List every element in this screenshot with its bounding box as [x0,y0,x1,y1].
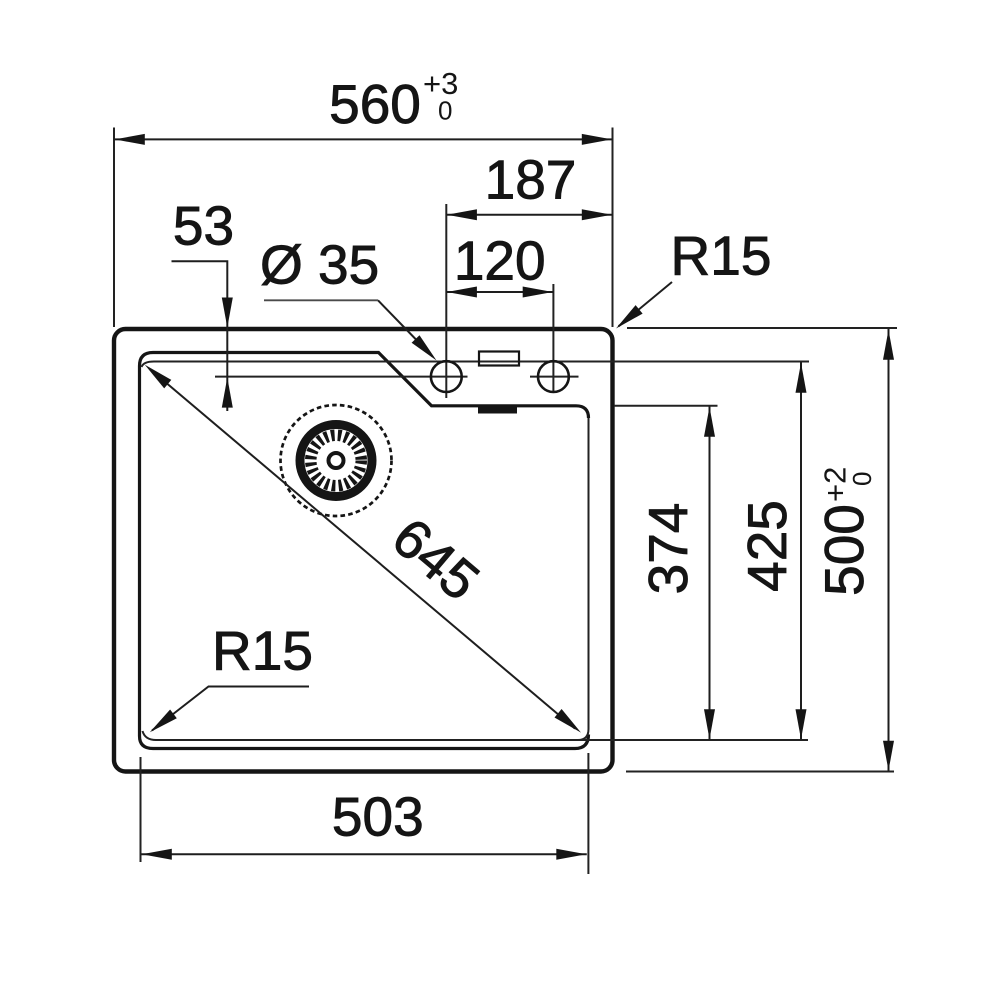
svg-text:187: 187 [485,149,577,211]
svg-text:53: 53 [173,195,234,257]
svg-text:645: 645 [381,506,491,613]
svg-text:R15: R15 [671,225,772,287]
svg-text:Ø 35: Ø 35 [260,234,379,296]
svg-text:503: 503 [332,786,424,848]
svg-text:500: 500 [813,504,875,596]
svg-text:+3: +3 [423,66,458,101]
svg-text:560: 560 [329,73,421,135]
svg-text:374: 374 [637,503,699,595]
svg-text:0: 0 [847,472,877,486]
svg-text:+2: +2 [818,467,853,502]
svg-text:425: 425 [736,500,798,592]
svg-text:R15: R15 [212,620,313,682]
svg-text:120: 120 [454,230,546,292]
svg-text:0: 0 [438,96,452,126]
